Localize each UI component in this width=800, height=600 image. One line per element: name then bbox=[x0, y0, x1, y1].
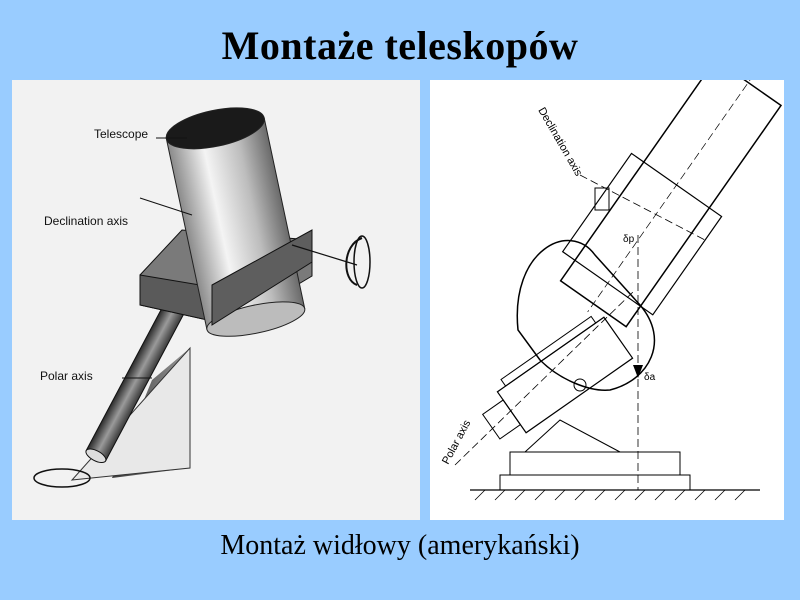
polar-rotation-arrow bbox=[33, 468, 91, 488]
base-plate bbox=[499, 474, 691, 491]
ground-hatching bbox=[474, 489, 746, 501]
label-telescope: Telescope bbox=[94, 127, 148, 141]
fork-arm bbox=[211, 229, 313, 326]
label-delta-a: δa bbox=[644, 372, 656, 383]
fork bbox=[516, 239, 656, 391]
declination-axis-line bbox=[579, 174, 706, 241]
polar-housing bbox=[481, 315, 634, 440]
vertical-arrow bbox=[633, 365, 643, 378]
fork-mount-illustration: Telescope Declination axis Polar axis bbox=[12, 80, 420, 520]
polar-axis-line bbox=[454, 289, 636, 466]
fork-mount-drawing: Telescope Declination axis Polar axis bbox=[33, 107, 371, 488]
label-declination-axis: Declination axis bbox=[44, 214, 128, 228]
label-declination-axis: Declination axis bbox=[535, 106, 584, 179]
telescope-tube bbox=[559, 80, 783, 328]
polar-knob bbox=[573, 378, 587, 392]
label-polar-axis: Polar axis bbox=[40, 369, 93, 383]
fork-mount-technical-drawing: Declination axis Polar axis δp δa bbox=[430, 80, 784, 520]
label-polar-axis: Polar axis bbox=[440, 418, 474, 467]
slide-title: Montaże teleskopów bbox=[221, 23, 579, 68]
declination-knob bbox=[594, 187, 610, 211]
label-delta-p: δp bbox=[623, 234, 635, 245]
technical-drawing: Declination axis Polar axis δp δa bbox=[440, 80, 783, 501]
pier bbox=[509, 451, 681, 476]
wedge bbox=[523, 419, 621, 453]
slide-caption: Montaż widłowy (amerykański) bbox=[220, 530, 580, 561]
